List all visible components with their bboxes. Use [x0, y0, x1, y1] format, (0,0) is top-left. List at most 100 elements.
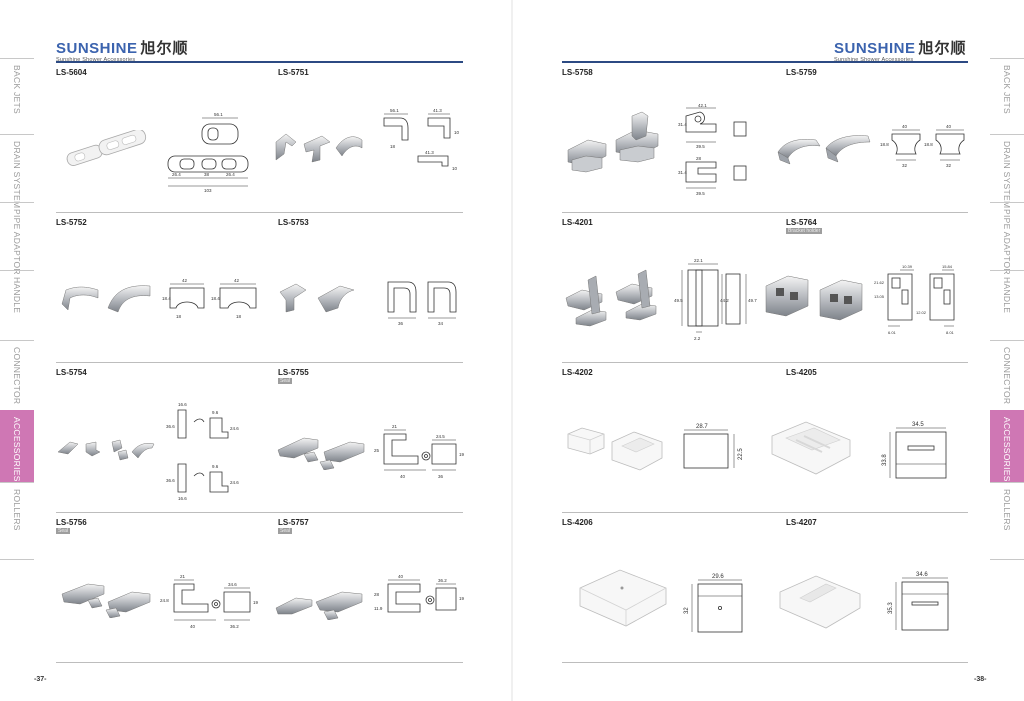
dimension-label: 28 — [696, 156, 702, 161]
product-card[interactable]: LS-5756 Seal 21 24.8 34.6 40 36.2 19 — [56, 518, 271, 658]
product-photo — [66, 130, 147, 166]
product-card[interactable]: LS-5759 40 40 18.8 18.8 32 32 — [777, 68, 972, 208]
dimension-label: 16.6 — [178, 402, 187, 407]
product-card[interactable]: LS-5752 42 42 18.4 18.4 18 18 — [56, 218, 271, 358]
dimension-label: 36 — [398, 321, 404, 326]
technical-drawing: 34.5 33.8 — [882, 422, 947, 479]
tab-accessories[interactable]: ACCESSORIES — [0, 410, 34, 483]
product-photo — [567, 111, 659, 173]
product-code: LS-5752 — [56, 218, 87, 227]
dimension-label: 35.3 — [888, 602, 894, 614]
product-card[interactable]: LS-5753 36 34 — [278, 218, 468, 358]
tab-connector[interactable]: CONNECTOR — [0, 340, 34, 411]
dimension-label: 40 — [398, 574, 404, 579]
technical-drawing: 22.1 49.5 44.2 49.7 2.2 — [674, 258, 757, 341]
product-card[interactable]: LS-5754 16.6 36.6 9.6 24.6 16.6 36.6 9.6… — [56, 368, 271, 508]
dimension-label: 16.6 — [178, 496, 187, 501]
tab-accessories[interactable]: ACCESSORIES — [990, 410, 1024, 483]
product-card[interactable]: LS-4207 34.6 35.3 — [779, 518, 972, 658]
product-photo — [61, 583, 151, 618]
dimension-label: 18.8 — [924, 142, 933, 147]
product-card[interactable]: LS-4201 22.1 49.5 44.2 49.7 2.2 — [562, 218, 782, 358]
dimension-label: 36.2 — [230, 624, 239, 629]
product-code: LS-4202 — [562, 368, 593, 377]
product-note: Seal — [56, 528, 71, 534]
tab-rollers[interactable]: ROLLERS — [0, 482, 34, 560]
product-code: LS-5764 — [786, 218, 817, 227]
dimension-label: 22.1 — [694, 258, 703, 263]
dimension-label: 18.4 — [211, 296, 220, 301]
brand-name: SUNSHINE — [834, 40, 916, 57]
tab-rollers[interactable]: ROLLERS — [990, 482, 1024, 560]
dimension-label: 18 — [176, 314, 182, 319]
product-photo — [277, 437, 365, 470]
product-code: LS-5754 — [56, 368, 87, 377]
product-card[interactable]: LS-5757 Seal 40 36.2 28 11.9 19 — [275, 518, 468, 658]
dimension-label: 21.62 — [874, 280, 885, 285]
tab-handle[interactable]: HANDLE — [990, 270, 1024, 341]
dimension-label: 10 — [454, 130, 460, 135]
dimension-label: 49.5 — [674, 298, 683, 303]
product-photo — [61, 285, 151, 313]
dimension-label: 39.5 — [696, 144, 705, 149]
technical-drawing: 36 34 — [387, 281, 457, 326]
tab-back-jets[interactable]: BACK JETS — [990, 58, 1024, 135]
tab-handle[interactable]: HANDLE — [0, 270, 34, 341]
tab-drain-system[interactable]: DRAIN SYSTEM — [990, 134, 1024, 208]
product-card[interactable]: LS-5755 Seal 21 24.5 25 40 36 19 — [277, 368, 468, 508]
dimension-label: 42.1 — [698, 103, 707, 108]
tab-connector[interactable]: CONNECTOR — [990, 340, 1024, 411]
row-divider — [562, 362, 968, 363]
product-card[interactable]: LS-5764 Bracket holder 10.39 15.84 21.62… — [765, 218, 972, 358]
technical-drawing: 34.6 35.3 — [888, 572, 949, 631]
brand-tagline: Sunshine Shower Accessories — [56, 57, 136, 63]
dimension-label: 56.1 — [214, 112, 223, 117]
dimension-label: 40 — [400, 474, 406, 479]
header-rule-left — [56, 61, 463, 63]
row-divider — [562, 512, 968, 513]
product-code: LS-5751 — [278, 68, 309, 77]
dimension-label: 39.5 — [696, 191, 705, 196]
tab-pipe-adaptor[interactable]: PIPE ADAPTOR — [990, 202, 1024, 275]
dimension-label: 18 — [236, 314, 242, 319]
product-card[interactable]: LS-4202 28.7 22.5 — [562, 368, 782, 508]
product-card[interactable]: LS-4205 34.5 33.8 — [771, 368, 972, 508]
technical-drawing: 21 24.8 34.6 40 36.2 19 — [160, 574, 259, 629]
dimension-label: 6.01 — [888, 330, 897, 335]
dimension-label: 49.7 — [748, 298, 757, 303]
product-card[interactable]: LS-5604 56.1 26.4 38 26.4 103 — [56, 68, 271, 208]
product-code: LS-4207 — [786, 518, 817, 527]
dimension-label: 9.6 — [212, 464, 219, 469]
dimension-label: 10 — [452, 166, 458, 171]
technical-drawing: 56.1 26.4 38 26.4 103 — [167, 112, 249, 193]
product-card[interactable]: LS-5758 42.1 31.4 39.5 28 31.4 39.5 — [562, 68, 782, 208]
dimension-label: 40 — [946, 124, 952, 129]
dimension-label: 26.4 — [226, 172, 235, 177]
brand-tagline: Sunshine Shower Accessories — [834, 57, 914, 63]
dimension-label: 24.6 — [230, 426, 239, 431]
dimension-label: 103 — [204, 188, 212, 193]
dimension-label: 18 — [390, 144, 396, 149]
page-number-left: -37- — [34, 676, 47, 683]
row-divider — [562, 662, 968, 663]
technical-drawing: 42.1 31.4 39.5 28 31.4 39.5 — [678, 103, 747, 196]
dimension-label: 32 — [902, 163, 908, 168]
product-card[interactable]: LS-4206 29.6 32 — [562, 518, 782, 658]
dimension-label: 29.6 — [712, 574, 724, 580]
product-code: LS-5757 — [278, 518, 309, 527]
product-photo — [275, 133, 363, 163]
product-card[interactable]: LS-5751 56.1 41.3 41.3 18 10 10 — [275, 68, 468, 208]
row-divider — [56, 662, 463, 663]
product-photo — [57, 439, 155, 461]
tab-drain-system[interactable]: DRAIN SYSTEM — [0, 134, 34, 208]
tab-pipe-adaptor[interactable]: PIPE ADAPTOR — [0, 202, 34, 275]
header-rule-right — [562, 61, 968, 63]
dimension-label: 25 — [374, 448, 380, 453]
tab-back-jets[interactable]: BACK JETS — [0, 58, 34, 135]
dimension-label: 13.05 — [874, 294, 885, 299]
dimension-label: 31.4 — [678, 170, 687, 175]
brand-name: SUNSHINE — [56, 40, 138, 57]
page-number-right: -38- — [974, 676, 987, 683]
product-photo — [771, 421, 851, 475]
technical-drawing: 16.6 36.6 9.6 24.6 16.6 36.6 9.6 24.6 — [166, 402, 239, 501]
